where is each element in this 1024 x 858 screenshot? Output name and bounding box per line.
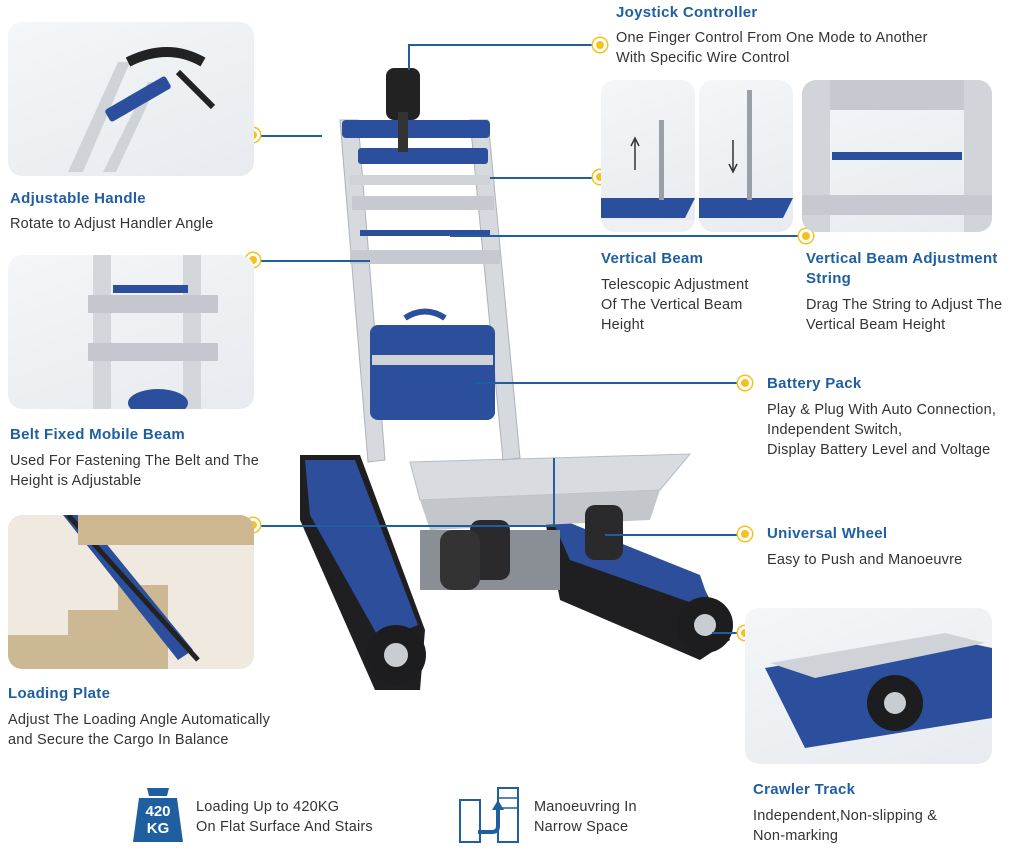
connector-belt-beam — [260, 260, 370, 262]
belt-beam-desc-1: Used For Fastening The Belt and The — [10, 453, 260, 469]
connector-battery — [475, 382, 745, 384]
thumb-adjustable-handle — [8, 22, 254, 176]
thumb-crawler — [745, 608, 992, 764]
battery-pack — [370, 308, 495, 420]
loading-plate-title: Loading Plate — [8, 685, 111, 702]
weight-icon-value: 420 — [145, 803, 171, 820]
thumb-beam-string — [802, 80, 992, 232]
narrow-text-2: Narrow Space — [534, 819, 629, 835]
wheel-title: Universal Wheel — [767, 525, 888, 542]
vertical-beam-desc-2: Of The Vertical Beam — [601, 297, 743, 313]
hotspot-battery — [738, 376, 752, 390]
beam-string-title-2: String — [806, 270, 852, 287]
hotspot-wheel — [738, 527, 752, 541]
battery-title: Battery Pack — [767, 375, 862, 392]
joystick — [386, 68, 420, 152]
thumb-beam-up — [601, 80, 695, 232]
universal-wheels — [440, 505, 623, 590]
connector-joystick-h — [408, 44, 600, 46]
narrow-space-icon — [458, 786, 520, 844]
crawler-desc-1: Independent,Non-slipping & — [753, 808, 938, 824]
beam-string-desc-2: Vertical Beam Height — [806, 317, 946, 333]
thumb-loading-plate — [8, 515, 254, 669]
beam-string-title-1: Vertical Beam Adjustment — [806, 250, 998, 267]
battery-desc-3: Display Battery Level and Voltage — [767, 442, 991, 458]
narrow-text-1: Manoeuvring In — [534, 799, 637, 815]
joystick-desc-1: One Finger Control From One Mode to Anot… — [616, 30, 928, 46]
joystick-desc-2: With Specific Wire Control — [616, 50, 790, 66]
battery-desc-2: Independent Switch, — [767, 422, 903, 438]
crawler-track-right — [545, 515, 733, 660]
connector-joystick — [408, 44, 410, 70]
weight-text-2: On Flat Surface And Stairs — [196, 819, 373, 835]
beam-string-desc-1: Drag The String to Adjust The — [806, 297, 1003, 313]
vertical-beam-title: Vertical Beam — [601, 250, 704, 267]
crawler-track-left — [300, 455, 426, 690]
crawler-title: Crawler Track — [753, 781, 856, 798]
thumb-beam-down — [699, 80, 793, 232]
belt-beam-desc-2: Height is Adjustable — [10, 473, 142, 489]
vertical-beam-desc-1: Telescopic Adjustment — [601, 277, 749, 293]
belt-beam-title: Belt Fixed Mobile Beam — [10, 426, 185, 443]
hotspot-beam-string — [799, 229, 813, 243]
connector-beam-string — [450, 235, 806, 237]
connector-loading-plate — [260, 525, 555, 527]
hotspot-joystick — [593, 38, 607, 52]
handle-desc: Rotate to Adjust Handler Angle — [10, 216, 214, 232]
battery-desc-1: Play & Plug With Auto Connection, — [767, 402, 997, 418]
thumb-belt-beam — [8, 255, 254, 409]
loading-plate-desc-2: and Secure the Cargo In Balance — [8, 732, 229, 748]
vertical-beam-desc-3: Height — [601, 317, 645, 333]
handle-title: Adjustable Handle — [10, 190, 146, 207]
connector-crawler — [712, 632, 746, 634]
connector-loading-plate-v — [553, 458, 555, 526]
joystick-title: Joystick Controller — [616, 4, 758, 21]
wheel-desc: Easy to Push and Manoeuvre — [767, 552, 963, 568]
weight-icon: 420 KG — [133, 786, 183, 842]
crawler-desc-2: Non-marking — [753, 828, 839, 844]
connector-handle — [260, 135, 322, 137]
connector-vbeam — [490, 177, 600, 179]
loading-plate-desc-1: Adjust The Loading Angle Automatically — [8, 712, 271, 728]
weight-icon-unit: KG — [146, 820, 170, 837]
weight-text-1: Loading Up to 420KG — [196, 799, 340, 815]
connector-wheel — [605, 534, 745, 536]
